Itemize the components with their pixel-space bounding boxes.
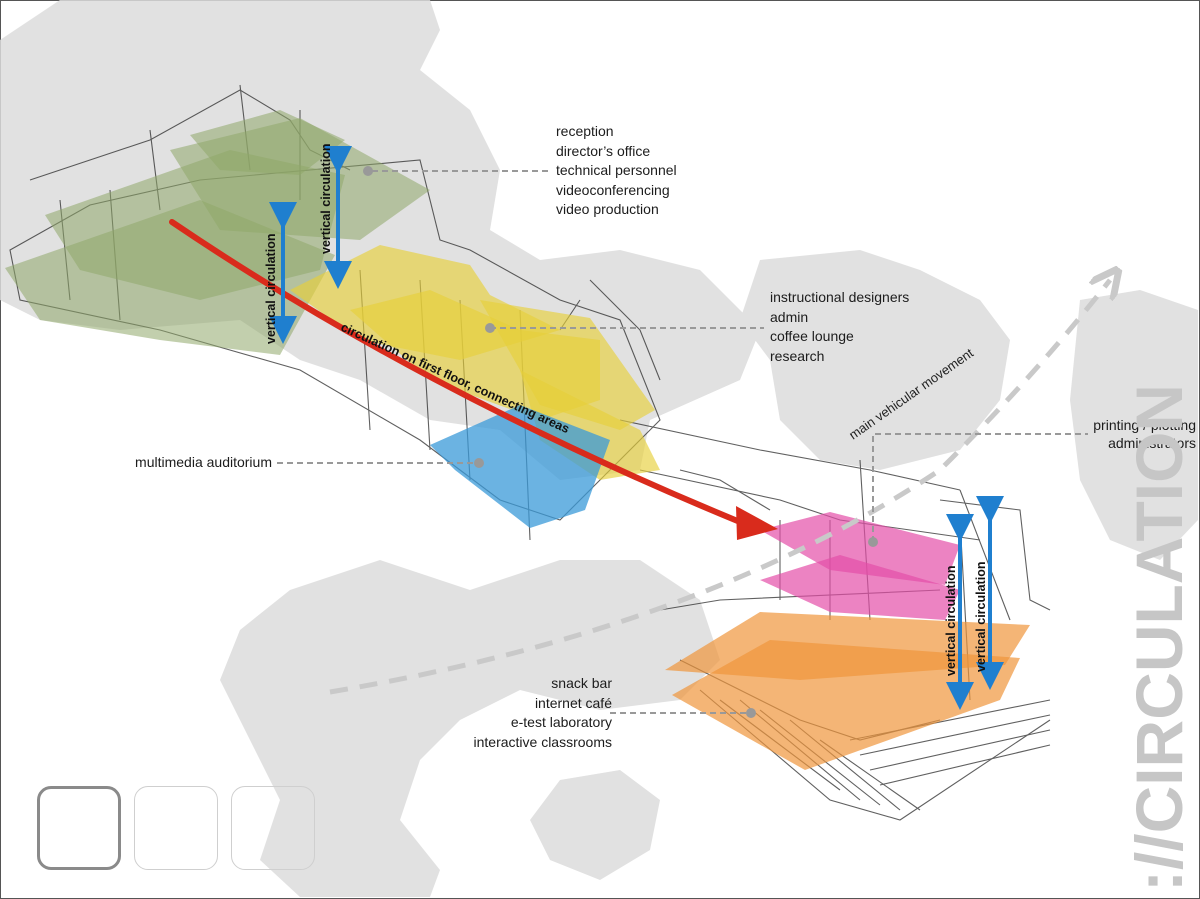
label-line: multimedia auditorium	[135, 454, 272, 470]
vertical-circulation-label-2: vertical circulation	[319, 144, 333, 254]
vertical-circulation-label-4: vertical circulation	[974, 562, 988, 672]
label-line: instructional designers	[770, 289, 910, 305]
circulation-title-text: ://CIRCULATION	[1122, 384, 1196, 892]
vertical-circulation-label-3: vertical circulation	[944, 566, 958, 676]
label-line: reception	[556, 123, 614, 139]
label-line: administrators	[1108, 435, 1196, 451]
label-line: video production	[556, 201, 659, 217]
label-line: e-test laboratory	[510, 714, 612, 730]
vehicular-movement-path	[329, 280, 1110, 695]
leader-dots	[363, 166, 878, 718]
label-line: printing / plotting	[1093, 417, 1196, 433]
design-zone-label: instructional designers admin coffee lou…	[770, 288, 909, 366]
label-line: interactive classrooms	[473, 733, 613, 750]
label-line: internet café	[534, 694, 612, 711]
first-floor-circulation-arrow	[169, 219, 743, 525]
label-line: admin	[770, 308, 809, 325]
nav-square-2[interactable]	[134, 786, 218, 870]
zone-services	[665, 612, 1030, 770]
label-line: technical personnel	[556, 162, 677, 178]
label-line: research	[770, 347, 825, 364]
services-zone-label: snack bar internet café e-test laborator…	[440, 674, 613, 752]
vertical-circulation-label-1: vertical circulation	[264, 234, 278, 344]
circulation-title: ://CIRCULATION	[1122, 384, 1196, 892]
auditorium-zone-label: multimedia auditorium	[120, 453, 272, 473]
label-line: director’s office	[556, 142, 651, 159]
label-line: coffee lounge	[770, 328, 854, 344]
leader-lines	[277, 170, 1088, 714]
label-line: snack bar	[551, 675, 612, 691]
admin-zone-label: reception director’s office technical pe…	[556, 122, 677, 220]
zone-printing	[760, 512, 960, 620]
first-floor-circulation-arrowhead	[736, 506, 778, 540]
printing-zone-label: printing / plotting administrators	[1080, 416, 1196, 452]
label-line: videoconferencing	[556, 181, 670, 198]
vertical-circulation-arrows	[269, 146, 1004, 710]
nav-square-3[interactable]	[231, 786, 315, 870]
nav-square-1[interactable]	[37, 786, 121, 870]
zone-auditorium	[430, 405, 610, 528]
